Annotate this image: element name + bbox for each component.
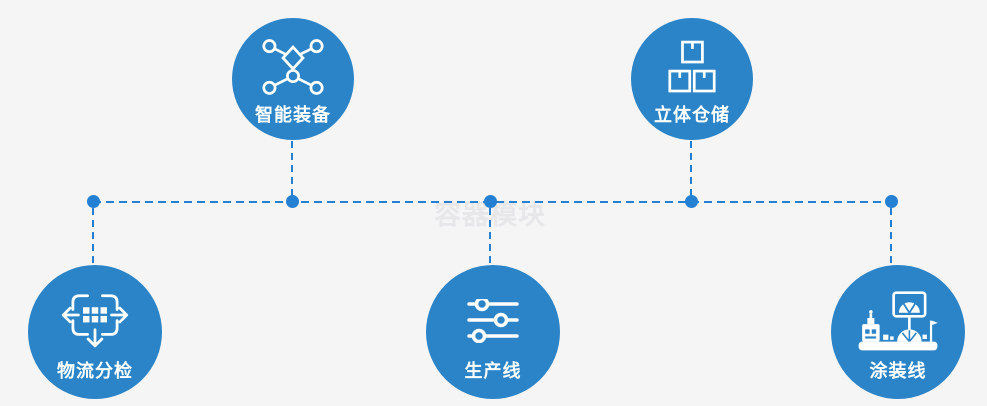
sort-distribute-icon <box>60 290 130 352</box>
vertical-connector-stereo-warehouse <box>690 141 692 196</box>
node-label: 涂装线 <box>869 361 927 381</box>
connector-dot-logistics-sorting <box>87 195 100 208</box>
node-label: 智能装备 <box>255 105 331 125</box>
connector-dot-coating-line <box>885 195 898 208</box>
connector-dot-stereo-warehouse <box>685 195 698 208</box>
node-label: 立体仓储 <box>654 105 730 125</box>
vertical-connector-coating-line <box>890 208 892 265</box>
node-coating-line[interactable]: 涂装线 <box>831 265 965 399</box>
node-smart-equipment[interactable]: 智能装备 <box>232 18 354 140</box>
node-label: 物流分检 <box>57 361 133 381</box>
connector-dot-production-line <box>484 195 497 208</box>
vertical-connector-production-line <box>489 208 491 265</box>
network-nodes-icon <box>260 38 326 96</box>
connector-dot-smart-equipment <box>286 195 299 208</box>
vertical-connector-smart-equipment <box>291 141 293 196</box>
vertical-connector-logistics-sorting <box>92 208 94 265</box>
node-label: 生产线 <box>464 361 522 381</box>
stacked-boxes-icon <box>663 38 721 96</box>
node-logistics-sorting[interactable]: 物流分检 <box>28 265 162 399</box>
node-production-line[interactable]: 生产线 <box>426 265 560 399</box>
node-stereo-warehouse[interactable]: 立体仓储 <box>631 18 753 140</box>
coating-machine-icon <box>856 290 940 352</box>
sliders-icon <box>466 290 520 352</box>
